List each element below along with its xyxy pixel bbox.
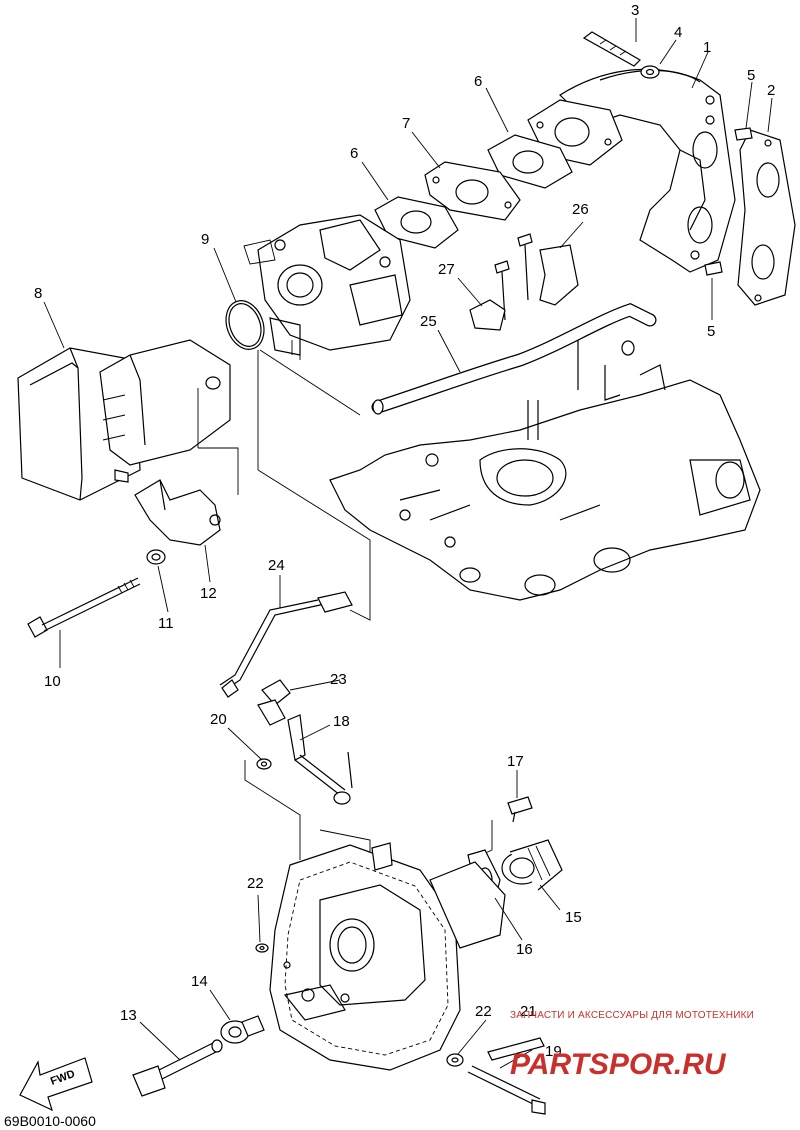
callout-10: 10 bbox=[44, 673, 61, 690]
callout-15: 15 bbox=[565, 909, 582, 926]
fuel-hose-25 bbox=[371, 302, 657, 415]
callout-18: 18 bbox=[333, 713, 350, 730]
callout-14: 14 bbox=[191, 973, 208, 990]
callout-20: 20 bbox=[210, 711, 227, 728]
callout-5-lower: 5 bbox=[707, 323, 715, 340]
choke-lever-18 bbox=[287, 714, 353, 805]
intake-silencer-8 bbox=[17, 339, 231, 501]
knob-14 bbox=[220, 1015, 265, 1044]
washer-22-right bbox=[446, 1053, 464, 1067]
choke-rod-24 bbox=[219, 591, 353, 698]
callout-5-upper: 5 bbox=[747, 67, 755, 84]
callout-21: 21 bbox=[520, 1003, 537, 1020]
callout-22-right: 22 bbox=[475, 1003, 492, 1020]
bolt-21 bbox=[467, 1065, 546, 1115]
bolt-3 bbox=[582, 31, 641, 67]
carburetor bbox=[243, 214, 411, 360]
callout-9: 9 bbox=[201, 231, 209, 248]
washer-22-left bbox=[255, 943, 269, 953]
callout-1: 1 bbox=[703, 39, 711, 56]
washer-4 bbox=[640, 65, 660, 79]
o-ring-9 bbox=[225, 300, 265, 350]
pin-19 bbox=[487, 1037, 545, 1061]
manifold-gasket-right bbox=[737, 129, 796, 306]
choke-knob-13 bbox=[132, 1039, 223, 1097]
callout-22-left: 22 bbox=[247, 875, 264, 892]
callout-26: 26 bbox=[572, 201, 589, 218]
collar-11 bbox=[146, 549, 166, 565]
grommet-15 bbox=[501, 839, 563, 891]
callout-leaders bbox=[43, 18, 773, 1069]
screw-17 bbox=[507, 796, 533, 823]
dowel-pin-upper bbox=[734, 127, 753, 141]
callout-3: 3 bbox=[631, 2, 639, 19]
callout-6-upper: 6 bbox=[474, 73, 482, 90]
clamp-26 bbox=[539, 244, 579, 306]
watermark-tagline: ЗАПЧАСТИ И АКСЕССУАРЫ ДЛЯ МОТОТЕХНИКИ bbox=[510, 1010, 754, 1021]
watermark-brand: PARTSPOR.RU bbox=[510, 1048, 727, 1081]
silencer-cover bbox=[269, 842, 506, 1071]
bolt-upper bbox=[517, 233, 533, 301]
callout-labels: 1 2 3 4 5 5 6 6 7 8 9 10 11 12 13 14 15 … bbox=[34, 2, 775, 1060]
callout-27: 27 bbox=[438, 261, 455, 278]
callout-2: 2 bbox=[767, 82, 775, 99]
bracket-12 bbox=[134, 479, 221, 546]
callout-11: 11 bbox=[158, 615, 174, 632]
crankcase-block bbox=[329, 340, 761, 601]
callout-23: 23 bbox=[330, 671, 347, 688]
callout-8: 8 bbox=[34, 285, 42, 302]
clamp-27 bbox=[469, 299, 506, 331]
washer-20 bbox=[256, 758, 272, 770]
callout-19: 19 bbox=[545, 1043, 562, 1060]
callout-17: 17 bbox=[507, 753, 524, 770]
document-code: 69B0010-0060 bbox=[4, 1113, 96, 1129]
bolt-10 bbox=[27, 577, 141, 638]
fwd-arrow-icon bbox=[19, 1057, 93, 1112]
callout-7: 7 bbox=[402, 115, 410, 132]
clip-23 bbox=[257, 679, 291, 726]
callout-25: 25 bbox=[420, 313, 437, 330]
dowel-pin-lower bbox=[704, 261, 723, 276]
insulator-7 bbox=[424, 161, 521, 221]
watermark: ЗАПЧАСТИ И АКСЕССУАРЫ ДЛЯ МОТОТЕХНИКИ PA… bbox=[510, 1010, 754, 1081]
callout-13: 13 bbox=[120, 1007, 137, 1024]
callout-12: 12 bbox=[200, 585, 217, 602]
callout-24: 24 bbox=[268, 557, 285, 574]
callout-6-lower: 6 bbox=[350, 145, 358, 162]
callout-4: 4 bbox=[674, 24, 682, 41]
callout-16: 16 bbox=[516, 941, 533, 958]
